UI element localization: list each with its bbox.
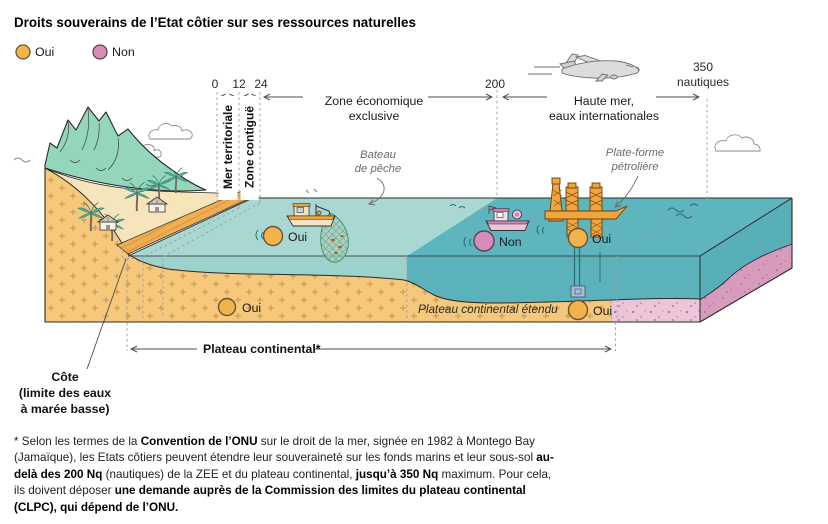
high-seas-label-line1: Haute mer, (574, 94, 634, 108)
scale-24: 24 (254, 77, 268, 91)
coast-label-line2: (limite des eaux (19, 386, 111, 400)
scale-350: 350 (693, 60, 713, 74)
rights-markers: Oui Non Oui Oui Oui (217, 225, 612, 321)
marker-oui-eez-label: Oui (288, 230, 307, 244)
oil-platform-label-line2: pétrolière (610, 161, 658, 173)
marker-non-high-seas (473, 230, 495, 252)
legend-non-label: Non (112, 45, 135, 59)
legend-oui-swatch (15, 44, 31, 60)
dash-200nq (406, 90, 498, 319)
coast-label-line1: Côte (51, 370, 78, 384)
oil-platform-icon (544, 177, 628, 298)
footnote: * Selon les termes de la Convention de l… (14, 435, 554, 514)
marker-oui-platform-label: Oui (592, 232, 611, 246)
marker-oui-platform (567, 227, 589, 249)
wave-marks (255, 188, 699, 248)
high-seas-label-line2: eaux internationales (549, 109, 659, 123)
marker-oui-seabed-label: Oui (242, 301, 261, 315)
distance-scale: 0 12 24 200 350 nautiques (212, 60, 729, 91)
side-face-water (700, 198, 792, 300)
mountains (44, 106, 207, 192)
legend-non-swatch (92, 44, 108, 60)
coast-point-marker (122, 249, 134, 259)
dash-24nq (162, 92, 261, 318)
oil-platform-label-line1: Plate-forme (606, 147, 664, 159)
sea-surface-eez (128, 198, 497, 256)
wellhead (570, 285, 586, 298)
block-outline (44, 168, 793, 323)
side-face-rock-edge (699, 243, 793, 301)
scale-unit: nautiques (677, 75, 729, 89)
fishing-boat-pointer (369, 177, 385, 204)
coast-callout: Côte (limite des eaux à marée basse) (19, 258, 127, 416)
oil-platform-pointer (615, 175, 639, 207)
sky-wave-mark (13, 157, 31, 163)
marker-oui-seabed (217, 297, 237, 317)
extended-shelf-label: Plateau continental étendu (418, 302, 558, 316)
extended-shelf-speckle (612, 298, 700, 322)
fishing-boat-label-line2: de pêche (355, 163, 401, 175)
marker-non-high-seas-label: Non (499, 235, 522, 249)
territorial-sea-label: Mer territoriale (221, 105, 235, 189)
continental-shelf-label: Plateau continental* (203, 342, 321, 356)
dash-12nq (142, 92, 240, 318)
fishing-boat-label-line1: Bateau (360, 149, 397, 161)
airplane-icon (528, 53, 640, 82)
foreign-boat-icon (485, 205, 530, 231)
scale-0: 0 (212, 77, 219, 91)
seabed-sand-pattern (45, 168, 612, 322)
page-title: Droits souverains de l’Etat côtier sur s… (14, 15, 416, 30)
legend: Oui Non (15, 44, 135, 60)
territorial-label-bg (218, 96, 238, 200)
continental-shelf-span: Plateau continental* (131, 342, 611, 356)
eez-label-line1: Zone économique (325, 94, 424, 108)
zone-boundary-dashes (122, 90, 708, 351)
side-face-rock-speckle (700, 244, 792, 322)
dash-350nq (615, 99, 708, 351)
scale-200: 200 (485, 77, 505, 91)
marker-oui-extended (567, 299, 589, 321)
contiguous-label-bg (240, 96, 259, 200)
scale-12: 12 (232, 77, 246, 91)
fishing-boat-icon (286, 203, 349, 263)
contiguous-zone-label: Zone contiguë (243, 106, 257, 188)
marker-oui-extended-label: Oui (593, 304, 612, 318)
eez-label-line2: exclusive (349, 109, 400, 123)
coast-label-line3: à marée basse) (21, 402, 110, 416)
legend-oui-label: Oui (35, 45, 54, 59)
marker-oui-eez-surface (262, 225, 284, 247)
